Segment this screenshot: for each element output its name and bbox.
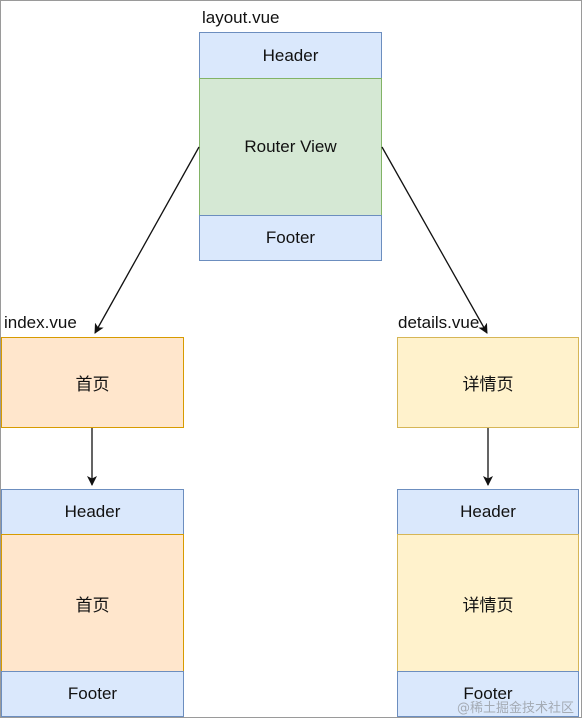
index-result-footer-box: Footer [1, 671, 184, 717]
layout-footer-text: Footer [265, 228, 316, 247]
layout-router-view-box: Router View [199, 78, 382, 216]
index-result-body-box: 首页 [1, 534, 184, 672]
layout-router-view-text: Router View [244, 137, 337, 156]
layout-filename-label: layout.vue [202, 8, 280, 27]
index-result-body-text: 首页 [75, 595, 110, 615]
details-result-footer-box: Footer [397, 671, 579, 717]
index-result-header-box: Header [1, 489, 184, 535]
details-result-header-box: Header [397, 489, 579, 535]
details-result-footer-text: Footer [463, 684, 513, 703]
layout-footer-box: Footer [199, 215, 382, 261]
index-filename-label: index.vue [4, 313, 77, 332]
layout-header-box: Header [199, 32, 382, 79]
details-page-text: 详情页 [462, 375, 514, 394]
details-result-body-box: 详情页 [397, 534, 579, 672]
index-page-text: 首页 [75, 375, 110, 394]
details-page-box: 详情页 [397, 337, 579, 428]
index-result-header-text: Header [64, 502, 121, 521]
watermark-text: @稀土掘金技术社区 [456, 701, 574, 716]
index-page-box: 首页 [1, 337, 184, 428]
details-result-body-text: 详情页 [462, 595, 514, 615]
details-filename-label: details.vue [398, 313, 480, 332]
details-result-header-text: Header [460, 502, 516, 521]
layout-header-text: Header [262, 45, 319, 65]
index-result-footer-text: Footer [67, 684, 118, 703]
